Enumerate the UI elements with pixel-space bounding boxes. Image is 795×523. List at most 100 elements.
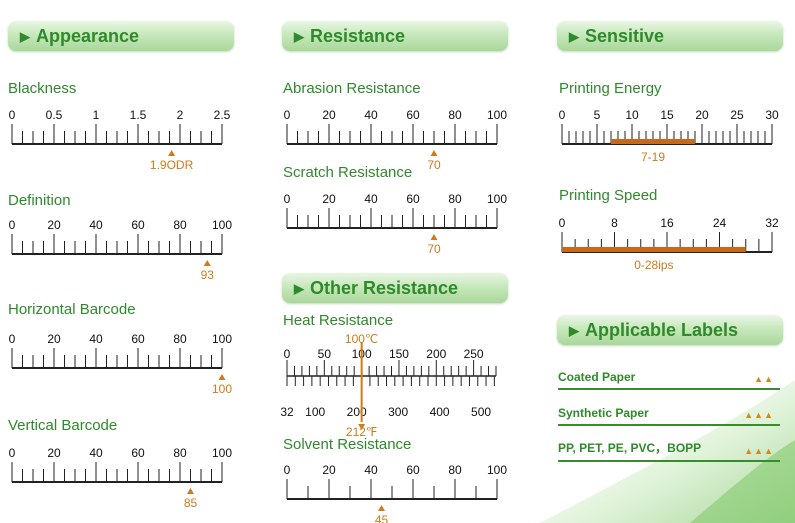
resistance-header: ▶Resistance (282, 21, 508, 51)
applicable-labels-header-title: Applicable Labels (585, 320, 739, 340)
tick-label: 80 (173, 332, 187, 346)
printing-speed-label: Printing Speed (559, 187, 658, 204)
rating-triangles-icon: ▲▲▲ (744, 446, 774, 456)
appearance-header-title: Appearance (36, 26, 140, 46)
marker-triangle-icon (218, 374, 226, 380)
tick-label: 40 (364, 463, 378, 477)
tick-label: 60 (406, 192, 420, 206)
tick-label: 5 (594, 108, 601, 122)
heat-marker-triangle-icon (358, 424, 366, 430)
horizontal-barcode-label: Horizontal Barcode (8, 301, 136, 318)
applicable-label-row: Coated Paper ▲▲ (558, 366, 780, 390)
tick-label: 100 (212, 332, 232, 346)
marker-value: 93 (201, 268, 215, 282)
blackness-label: Blackness (8, 80, 77, 97)
applicable-label-row: Synthetic Paper ▲▲▲ (558, 402, 780, 426)
tick-label: 40 (89, 332, 103, 346)
celsius-tick-label: 200 (426, 347, 446, 361)
range-value: 7-19 (641, 150, 665, 164)
tick-label: 20 (695, 108, 709, 122)
celsius-tick-label: 250 (464, 347, 484, 361)
applicable-label-name: Synthetic Paper (558, 406, 649, 420)
tick-label: 20 (47, 446, 61, 460)
fahrenheit-tick-label: 32 (280, 405, 294, 419)
sensitive-header: ▶Sensitive (557, 21, 783, 51)
marker-triangle-icon (430, 150, 438, 156)
triangle-right-icon: ▶ (294, 29, 304, 44)
marker-triangle-icon (203, 260, 211, 266)
heat-resistance-label: Heat Resistance (283, 312, 394, 329)
marker-value: 45 (375, 513, 389, 523)
tick-label: 80 (448, 192, 462, 206)
tick-label: 80 (173, 446, 187, 460)
tick-label: 20 (322, 108, 336, 122)
tick-label: 60 (131, 218, 145, 232)
tick-label: 80 (448, 108, 462, 122)
appearance-header: ▶ Appearance (8, 21, 234, 51)
tick-label: 100 (212, 218, 232, 232)
triangle-right-icon: ▶ (20, 29, 30, 44)
rating-triangles-icon: ▲▲▲ (744, 410, 774, 420)
marker-value: 70 (427, 242, 441, 256)
tick-label: 0 (284, 108, 291, 122)
other-resistance-header-title: Other Resistance (310, 278, 459, 298)
tick-label: 10 (625, 108, 639, 122)
fahrenheit-tick-label: 200 (347, 405, 367, 419)
tick-label: 25 (730, 108, 744, 122)
tick-label: 24 (713, 216, 727, 230)
tick-label: 60 (406, 108, 420, 122)
tick-label: 60 (131, 446, 145, 460)
range-value: 0-28ips (634, 258, 673, 272)
heat-bottom-value: 212℉ (346, 425, 377, 439)
marker-triangle-icon (378, 505, 385, 511)
tick-label: 20 (47, 218, 61, 232)
abrasion-resistance-label: Abrasion Resistance (283, 80, 421, 97)
tick-label: 100 (487, 463, 507, 477)
celsius-tick-label: 150 (389, 347, 409, 361)
scratch-resistance-label: Scratch Resistance (283, 164, 413, 181)
tick-label: 80 (448, 463, 462, 477)
tick-label: 20 (47, 332, 61, 346)
tick-label: 32 (765, 216, 779, 230)
range-bar (611, 139, 695, 144)
marker-value: 70 (427, 158, 441, 172)
marker-triangle-icon (187, 488, 194, 494)
marker-value: 85 (184, 496, 198, 510)
marker-triangle-icon (430, 234, 438, 240)
tick-label: 60 (406, 463, 420, 477)
sensitive-header-title: Sensitive (585, 26, 665, 46)
tick-label: 40 (89, 446, 103, 460)
fahrenheit-tick-label: 300 (388, 405, 408, 419)
fahrenheit-tick-label: 100 (305, 405, 325, 419)
definition-label: Definition (8, 192, 71, 209)
tick-label: 0 (559, 216, 566, 230)
marker-value: 1.9ODR (150, 158, 194, 172)
tick-label: 60 (131, 332, 145, 346)
applicable-labels-header: ▶ Applicable Labels (557, 315, 783, 345)
tick-label: 40 (364, 108, 378, 122)
applicable-label-row: PP, PET, PE, PVC，BOPP ▲▲▲ (558, 438, 780, 462)
triangle-right-icon: ▶ (569, 323, 579, 338)
tick-label: 40 (364, 192, 378, 206)
tick-label: 30 (765, 108, 779, 122)
tick-label: 1.5 (130, 108, 147, 122)
tick-label: 1 (93, 108, 100, 122)
fahrenheit-tick-label: 500 (471, 405, 491, 419)
tick-label: 0 (9, 218, 16, 232)
tick-label: 0 (284, 463, 291, 477)
applicable-label-name: Coated Paper (558, 370, 636, 384)
tick-label: 0 (9, 446, 16, 460)
other-resistance-header: ▶Other Resistance (282, 273, 508, 303)
tick-label: 2.5 (214, 108, 231, 122)
tick-label: 0.5 (46, 108, 63, 122)
